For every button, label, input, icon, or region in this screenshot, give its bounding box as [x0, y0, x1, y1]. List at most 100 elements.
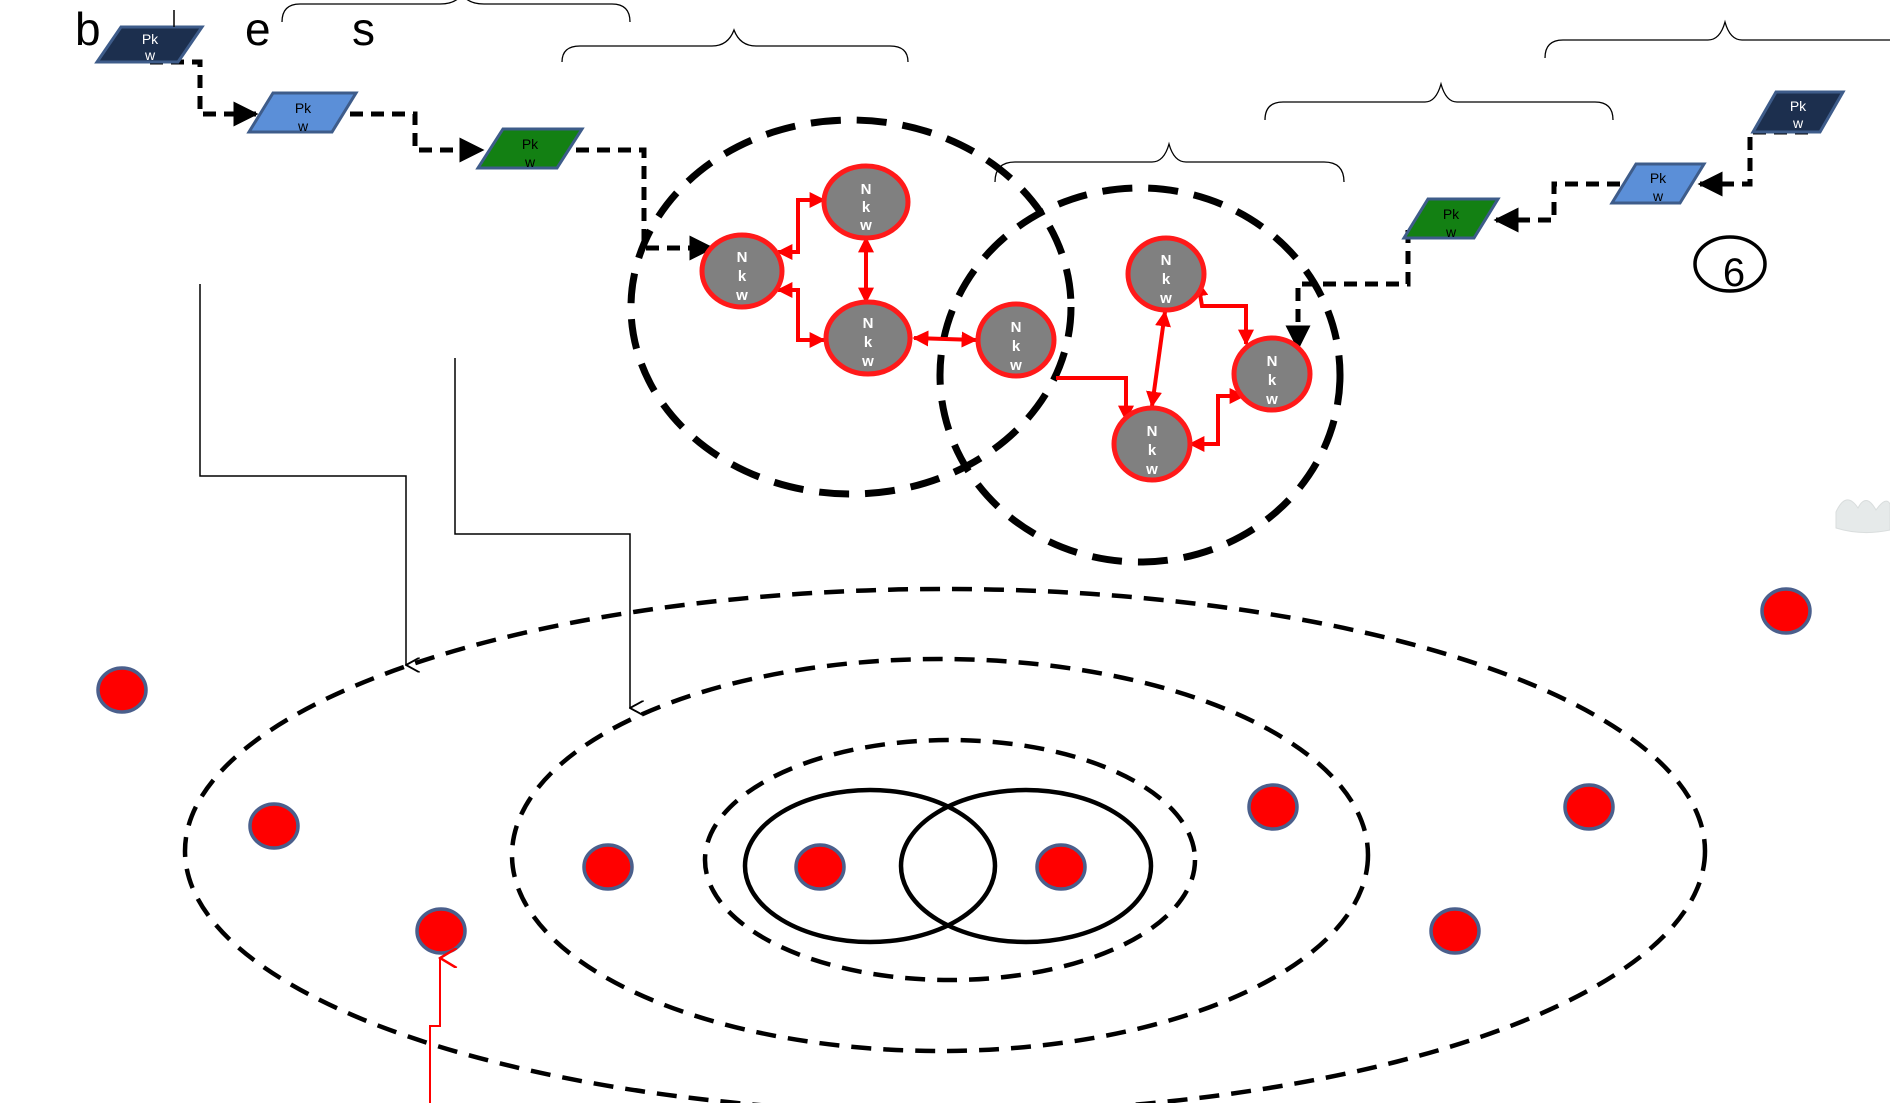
brace-group	[281, 0, 1890, 183]
flow-arrow-5	[1493, 181, 1620, 233]
node-label: N	[1147, 423, 1158, 440]
svg-text:w: w	[735, 287, 748, 304]
svg-text:k: k	[864, 334, 873, 351]
svg-text:k: k	[1268, 372, 1277, 389]
svg-text:w: w	[1792, 115, 1804, 131]
packet-shape	[246, 91, 359, 134]
node-n1: N k w	[699, 232, 785, 310]
letter-e: e	[245, 3, 271, 55]
node-label: N	[1267, 353, 1278, 370]
faint-decoration	[1835, 499, 1890, 534]
packet-label: w	[144, 47, 156, 63]
venn-left	[742, 787, 998, 945]
svg-text:N: N	[1011, 319, 1022, 336]
red-dot	[415, 907, 467, 955]
svg-text:Pk: Pk	[295, 100, 312, 116]
svg-text:N: N	[1161, 252, 1172, 269]
red-dot	[248, 802, 300, 850]
packet-label: w	[1445, 224, 1457, 240]
link-n4-n7	[1056, 376, 1134, 422]
link-n1-n2	[776, 192, 826, 260]
svg-text:k: k	[862, 199, 871, 216]
red-dot	[1247, 783, 1299, 831]
node-circle	[975, 301, 1057, 379]
packet-shape	[1609, 162, 1707, 205]
packet-3: Pk w	[475, 127, 585, 170]
svg-text:Pk: Pk	[142, 31, 159, 47]
letter-s: s	[352, 3, 375, 55]
red-pointer-arrow	[429, 958, 440, 1103]
svg-text:w: w	[859, 217, 872, 234]
red-dot	[1563, 783, 1615, 831]
brace-top-5	[1544, 19, 1890, 59]
node-n3: N k w	[823, 299, 913, 377]
outer-ellipse	[182, 586, 1708, 1103]
svg-text:w: w	[144, 47, 156, 63]
node-n4: N k w	[975, 301, 1057, 379]
circled-number: 6	[1693, 235, 1767, 295]
packet-label: Pk	[1443, 206, 1460, 222]
svg-text:w: w	[1445, 224, 1457, 240]
svg-text:w: w	[1145, 461, 1158, 478]
red-dot	[582, 843, 634, 891]
svg-text:Pk: Pk	[1790, 98, 1807, 114]
svg-text:k: k	[1012, 338, 1021, 355]
node-n7: N k w	[1111, 405, 1193, 483]
node-circle	[1231, 335, 1313, 413]
link-n7-n5	[1146, 310, 1171, 408]
node-circle	[821, 163, 911, 241]
venn-right	[898, 787, 1154, 945]
number-circle	[1693, 235, 1767, 293]
connector-2	[454, 358, 630, 708]
packet-6: Pk w	[1401, 197, 1501, 240]
number-label: 6	[1723, 251, 1745, 295]
svg-text:N: N	[863, 315, 874, 332]
red-dot	[96, 666, 148, 714]
brace-top-4	[1264, 81, 1614, 121]
packet-shape	[1750, 90, 1846, 134]
svg-text:N: N	[737, 249, 748, 266]
packet-label: Pk	[1650, 170, 1667, 186]
brace-top-3	[994, 141, 1345, 183]
svg-text:w: w	[861, 353, 874, 370]
node-label: k	[1162, 271, 1171, 288]
svg-text:w: w	[1159, 290, 1172, 307]
packet-label: w	[1652, 188, 1664, 204]
packet-4: Pk w	[1750, 90, 1846, 134]
link-n1-n3	[776, 282, 826, 348]
node-label: w	[735, 287, 748, 304]
svg-text:w: w	[1652, 188, 1664, 204]
link-n6-n7	[1188, 388, 1246, 452]
node-label: N	[737, 249, 748, 266]
flow-arrow-3	[576, 147, 715, 261]
node-label: N	[863, 315, 874, 332]
svg-text:k: k	[1162, 271, 1171, 288]
packet-shape	[94, 25, 205, 64]
svg-text:k: k	[738, 268, 747, 285]
red-dot	[794, 843, 846, 891]
node-label: k	[1012, 338, 1021, 355]
svg-text:6: 6	[1723, 251, 1745, 295]
red-dot	[1760, 587, 1812, 635]
packet-label: w	[524, 154, 536, 170]
brace-top-1	[281, 0, 631, 23]
flow-right	[1285, 129, 1808, 351]
svg-text:w: w	[1265, 391, 1278, 408]
svg-text:w: w	[1009, 357, 1022, 374]
connectors	[199, 284, 630, 708]
node-label: w	[1009, 357, 1022, 374]
packet-shape	[475, 127, 585, 170]
svg-text:N: N	[861, 181, 872, 198]
node-label: w	[1159, 290, 1172, 307]
inner-ellipse	[702, 737, 1198, 983]
cluster-right	[936, 184, 1344, 566]
svg-text:w: w	[297, 118, 309, 134]
svg-text:N: N	[1267, 353, 1278, 370]
node-label: w	[1265, 391, 1278, 408]
node-circle	[699, 232, 785, 310]
svg-text:Pk: Pk	[1443, 206, 1460, 222]
packet-label: w	[297, 118, 309, 134]
node-n6: N k w	[1231, 335, 1313, 413]
svg-text:Pk: Pk	[1650, 170, 1667, 186]
node-label: k	[862, 199, 871, 216]
